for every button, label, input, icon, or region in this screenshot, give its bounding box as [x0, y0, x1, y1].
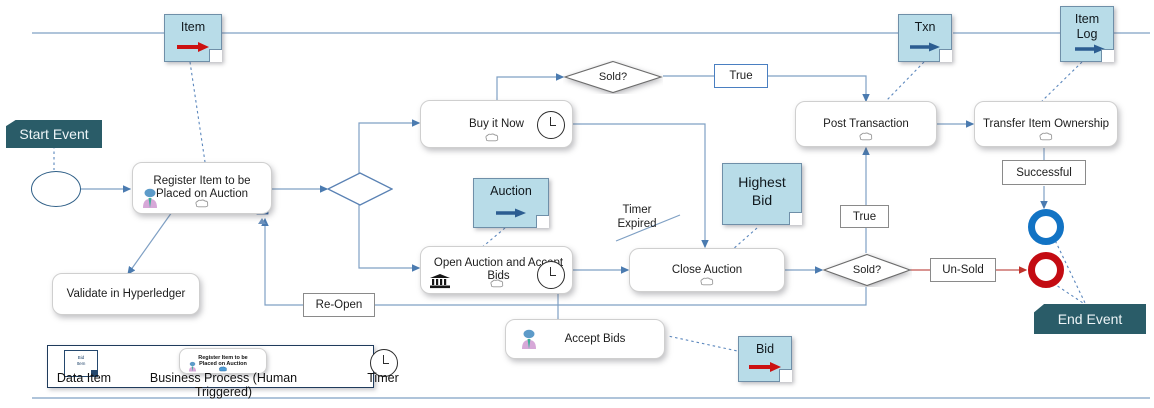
edge-label-true-top-text: True	[729, 70, 753, 82]
data-object-item-log-line2: Log	[1076, 27, 1098, 41]
folded-corner	[779, 369, 792, 382]
folded-corner	[939, 49, 952, 62]
task-transfer-item-ownership-label: Transfer Item Ownership	[982, 117, 1110, 130]
task-accept-bids-label: Accept Bids	[564, 332, 626, 345]
folded-corner	[1101, 49, 1114, 62]
end-event-unsold-ring[interactable]	[1028, 252, 1064, 288]
blue-arrow-icon	[1075, 44, 1106, 54]
legend-caption-business-process: Business Process (Human Triggered)	[149, 371, 298, 399]
timer-icon	[537, 261, 565, 289]
subprocess-marker-icon	[700, 277, 714, 286]
task-validate-hyperledger-label: Validate in Hyperledger	[66, 287, 186, 300]
edge-label-un-sold: Un-Sold	[930, 258, 996, 282]
legend-timer-icon	[370, 349, 398, 377]
label-timer-expired: Timer Expired	[598, 203, 676, 231]
gateway-sold-top-label: Sold?	[598, 71, 628, 83]
task-validate-hyperledger[interactable]: Validate in Hyperledger	[52, 273, 200, 315]
task-post-transaction[interactable]: Post Transaction	[795, 101, 937, 147]
legend-caption-timer: Timer	[367, 371, 399, 385]
end-event-success-ring[interactable]	[1028, 209, 1064, 245]
legend-caption-data-item: Data Item	[56, 371, 112, 385]
data-object-bid-label: Bid	[755, 342, 775, 356]
edge-label-re-open-text: Re-Open	[315, 299, 363, 311]
start-event-circle[interactable]	[31, 171, 81, 207]
data-object-item-label: Item	[180, 20, 206, 34]
gateway-sold-bottom[interactable]: Sold?	[822, 253, 912, 287]
subprocess-marker-icon	[485, 133, 499, 142]
end-event-banner-label: End Event	[1057, 311, 1123, 327]
subprocess-marker-icon	[195, 199, 209, 208]
data-object-item[interactable]: Item	[164, 14, 222, 62]
data-object-bid[interactable]: Bid	[738, 336, 792, 382]
folded-corner	[536, 215, 549, 228]
task-transfer-item-ownership[interactable]: Transfer Item Ownership	[974, 101, 1118, 147]
edge-label-true-mid: True	[840, 205, 889, 228]
data-object-auction-label: Auction	[490, 184, 532, 198]
gateway-split-label	[327, 172, 393, 206]
subprocess-marker-icon	[219, 366, 227, 372]
red-arrow-icon	[177, 42, 209, 52]
gateway-split-shape	[326, 172, 394, 206]
edge-label-successful: Successful	[1002, 160, 1086, 185]
blue-arrow-icon	[496, 208, 526, 218]
blue-arrow-icon	[910, 42, 940, 52]
end-event-banner: End Event	[1034, 304, 1146, 334]
gateway-sold-top-shape	[563, 60, 663, 94]
human-actor-icon	[143, 188, 157, 208]
timer-icon	[537, 111, 565, 139]
edge-label-re-open: Re-Open	[303, 293, 375, 317]
folded-corner	[789, 212, 802, 225]
gateway-sold-bottom-label: Sold?	[852, 264, 882, 276]
task-close-auction-label: Close Auction	[671, 263, 743, 276]
gateway-split[interactable]	[326, 172, 394, 206]
edge-label-successful-text: Successful	[1016, 166, 1072, 179]
task-close-auction[interactable]: Close Auction	[629, 248, 785, 292]
bank-icon	[430, 274, 450, 289]
data-object-item-log[interactable]: Item Log	[1060, 6, 1114, 62]
human-actor-icon	[522, 329, 536, 349]
subprocess-marker-icon	[1039, 132, 1053, 141]
edge-label-true-mid-text: True	[852, 210, 877, 223]
start-event-banner-label: Start Event	[19, 126, 89, 142]
data-object-item-log-line1: Item	[1074, 12, 1100, 26]
data-object-txn-label: Txn	[914, 20, 936, 34]
data-object-highest-bid-line2: Bid	[751, 192, 773, 208]
subprocess-marker-icon	[859, 132, 873, 141]
data-object-highest-bid[interactable]: Highest Bid	[722, 163, 802, 225]
folded-corner	[209, 49, 222, 62]
task-buy-it-now[interactable]: Buy it Now	[420, 100, 573, 148]
data-object-highest-bid-line1: Highest	[738, 174, 786, 190]
task-accept-bids[interactable]: Accept Bids	[505, 319, 665, 359]
data-object-auction[interactable]: Auction	[473, 178, 549, 228]
gateway-sold-bottom-shape	[822, 253, 912, 287]
legend-folded-corner	[91, 370, 98, 377]
red-arrow-icon	[749, 362, 781, 372]
start-event-banner: Start Event	[6, 120, 102, 148]
task-buy-it-now-label: Buy it Now	[469, 117, 524, 130]
label-timer-expired-line2: Expired	[617, 218, 657, 230]
edge-label-true-top: True	[714, 64, 768, 88]
gateway-sold-top[interactable]: Sold?	[563, 60, 663, 94]
human-actor-icon	[189, 361, 196, 372]
task-post-transaction-label: Post Transaction	[823, 117, 909, 130]
subprocess-marker-icon	[489, 279, 503, 288]
data-object-txn[interactable]: Txn	[898, 14, 952, 62]
edge-label-un-sold-text: Un-Sold	[942, 264, 984, 276]
label-timer-expired-line1: Timer	[622, 204, 652, 216]
